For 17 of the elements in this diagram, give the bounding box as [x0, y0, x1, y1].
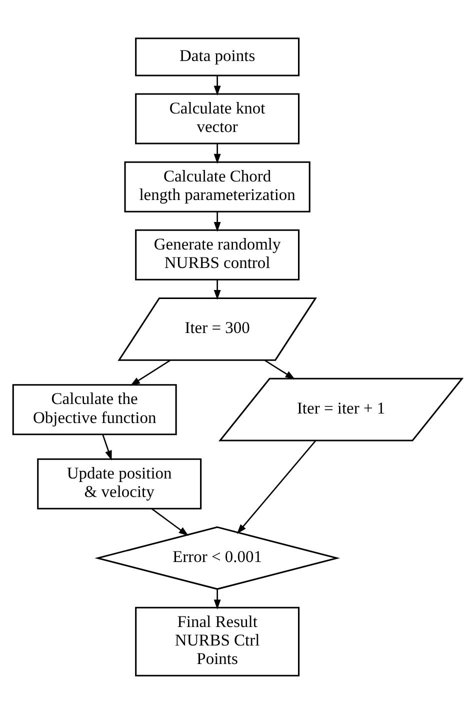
- arrow: [213, 212, 220, 232]
- node-box: Calculate Chord length parameterization: [124, 161, 310, 212]
- arrow: [213, 280, 220, 300]
- node-box: Final Result NURBS Ctrl Points: [134, 606, 300, 676]
- arrow: [264, 360, 295, 380]
- node-box: Update position & velocity: [36, 458, 202, 510]
- arrow: [130, 360, 170, 386]
- arrow: [102, 434, 112, 461]
- node-box: Calculate knot vector: [134, 93, 300, 144]
- arrow: [213, 589, 220, 610]
- arrow: [150, 508, 188, 536]
- node-box: Data points: [134, 38, 300, 76]
- node-box: Generate randomly NURBS control: [134, 229, 300, 280]
- node-box: Calculate the Objective function: [12, 384, 176, 436]
- arrow: [213, 144, 220, 164]
- arrow: [236, 440, 316, 534]
- arrow: [213, 76, 220, 96]
